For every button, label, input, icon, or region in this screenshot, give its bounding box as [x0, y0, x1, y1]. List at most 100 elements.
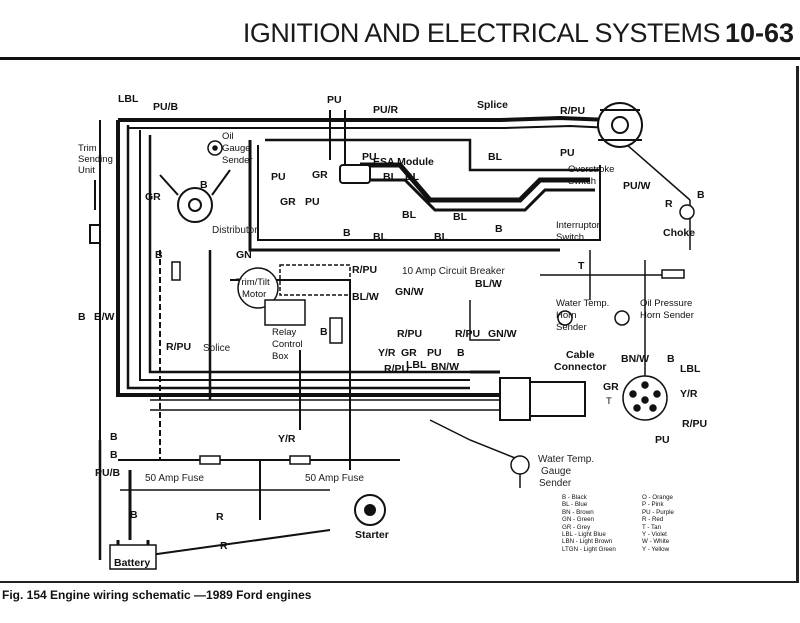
label-b-h: B	[457, 347, 465, 359]
label-splice2: Splice	[203, 343, 231, 354]
label-water-temp: Water Temp.	[556, 298, 609, 309]
label-r-pu-cb2: R/PU	[455, 328, 480, 340]
label-trim-tilt: Trim/Tilt	[236, 277, 270, 288]
label-b-choke: B	[697, 189, 705, 201]
relay-control-box-icon	[264, 299, 343, 344]
oil-gauge-sender-icon	[207, 140, 223, 156]
label-b-bat: B	[130, 509, 138, 521]
wire-labels: LBL PU/B PU PU/R Splice R/PU PU Oil Gaug…	[78, 93, 707, 569]
page-header: IGNITION AND ELECTRICAL SYSTEMS 10-63	[0, 0, 800, 60]
label-gr-esa: GR	[312, 169, 328, 181]
label-oil-pressure: Oil Pressure	[640, 298, 692, 309]
label-gr-h: GR	[401, 347, 417, 359]
label-pu-c: PU	[655, 434, 670, 446]
legend-item: PU - Purple	[642, 508, 674, 516]
label-pu-a: PU	[271, 171, 286, 183]
fuse-icon	[199, 455, 311, 465]
label-pu-a2: PU	[305, 196, 320, 208]
label-horn: Horn	[556, 310, 577, 321]
label-gn: GN	[236, 249, 252, 261]
label-y-r-c: Y/R	[680, 388, 698, 400]
trim-sending-unit-icon	[89, 180, 101, 244]
label-water-temp-gauge: Water Temp.	[538, 454, 594, 465]
battery-icon	[109, 540, 157, 570]
label-bl-w: BL/W	[352, 291, 379, 303]
alternator-icon	[597, 102, 643, 148]
label-b-relay: B	[320, 326, 328, 338]
label-gn-w2: GN/W	[488, 328, 517, 340]
header-rule	[0, 57, 800, 60]
legend-item: Y - Violet	[642, 531, 667, 539]
label-sending: Sending	[78, 154, 113, 165]
legend-item: LBN - Light Brown	[562, 538, 613, 546]
figure-caption: Fig. 154 Engine wiring schematic —1989 F…	[2, 588, 312, 602]
legend-item: O - Orange	[642, 494, 673, 501]
label-esa-module: ESA Module	[373, 156, 434, 168]
label-r-pu-cb: R/PU	[397, 328, 422, 340]
label-oil-horn-sender: Horn Sender	[640, 310, 694, 321]
label-b-low: B	[495, 223, 503, 235]
label-horn-sender: Sender	[556, 322, 587, 333]
label-connector: Connector	[554, 361, 607, 373]
cable-connector-pinout-icon	[622, 375, 668, 421]
label-t-top: T	[578, 260, 585, 272]
label-lbl-c: LBL	[680, 363, 701, 375]
legend-item: LTGN - Light Green	[562, 545, 616, 553]
label-pu: PU	[327, 94, 342, 106]
label-b-l1: B	[110, 431, 118, 443]
label-b-l2: B	[110, 449, 118, 461]
water-temp-horn-sender-icon	[557, 310, 573, 326]
label-r-pu-splice: R/PU	[166, 341, 191, 353]
label-y-r: Y/R	[378, 347, 396, 359]
wiring-schematic: LBL PU/B PU PU/R Splice R/PU PU Oil Gaug…	[78, 93, 707, 570]
starter-icon	[354, 494, 386, 526]
distributor-icon	[159, 169, 231, 223]
label-control: Control	[272, 339, 303, 350]
label-gn-w: GN/W	[395, 286, 424, 298]
water-temp-gauge-sender-icon	[510, 455, 530, 488]
oil-pressure-horn-sender-icon	[614, 269, 685, 326]
label-r-choke: R	[665, 198, 673, 210]
label-gr-c: GR	[603, 381, 619, 393]
label-bl-right: BL	[488, 151, 503, 163]
label-distributor: Distributor	[212, 225, 258, 236]
cable-connector-icon	[499, 377, 586, 421]
page-number: 10-63	[724, 18, 794, 48]
legend-item: BL - Blue	[562, 501, 588, 509]
label-50-amp-fuse-1: 50 Amp Fuse	[145, 473, 204, 484]
label-bl-a: BL	[453, 211, 468, 223]
label-unit: Unit	[78, 165, 95, 176]
label-b-plug: B	[155, 249, 163, 261]
label-t-c: T	[606, 396, 612, 407]
label-b-dist: B	[200, 179, 208, 191]
label-bn-w-h: BN/W	[431, 361, 459, 373]
label-pu-r: PU/R	[373, 104, 399, 116]
legend-item: P - Pink	[642, 501, 664, 509]
label-battery: Battery	[114, 557, 150, 569]
label-r-mid: R	[216, 511, 224, 523]
label-sender2: Sender	[539, 478, 572, 489]
label-r-pu-c: R/PU	[682, 418, 707, 430]
label-overstroke: Overstroke	[568, 164, 614, 175]
label-interruptor-switch: Switch	[556, 232, 584, 243]
label-starter: Starter	[355, 529, 389, 541]
esa-module-icon	[339, 164, 371, 184]
label-10-amp-breaker: 10 Amp Circuit Breaker	[402, 266, 505, 277]
label-box: Box	[272, 351, 289, 362]
section-title: IGNITION AND ELECTRICAL SYSTEMS	[242, 18, 721, 48]
label-trim: Trim	[78, 143, 97, 154]
legend-item: Y - Yellow	[642, 545, 670, 553]
label-pu-w: PU/W	[623, 180, 651, 192]
choke-icon	[679, 204, 695, 220]
legend-item: GN - Green	[562, 516, 594, 524]
label-splice: Splice	[477, 99, 508, 111]
label-bl-2: BL	[405, 171, 420, 183]
label-y-r-l: Y/R	[278, 433, 296, 445]
label-interruptor: Interruptor	[556, 220, 600, 231]
legend-item: GR - Grey	[562, 523, 591, 531]
label-r-pu-h: R/PU	[384, 363, 409, 375]
label-50-amp-fuse-2: 50 Amp Fuse	[305, 473, 364, 484]
legend-item: B - Black	[562, 494, 587, 501]
label-cable: Cable	[566, 349, 595, 361]
